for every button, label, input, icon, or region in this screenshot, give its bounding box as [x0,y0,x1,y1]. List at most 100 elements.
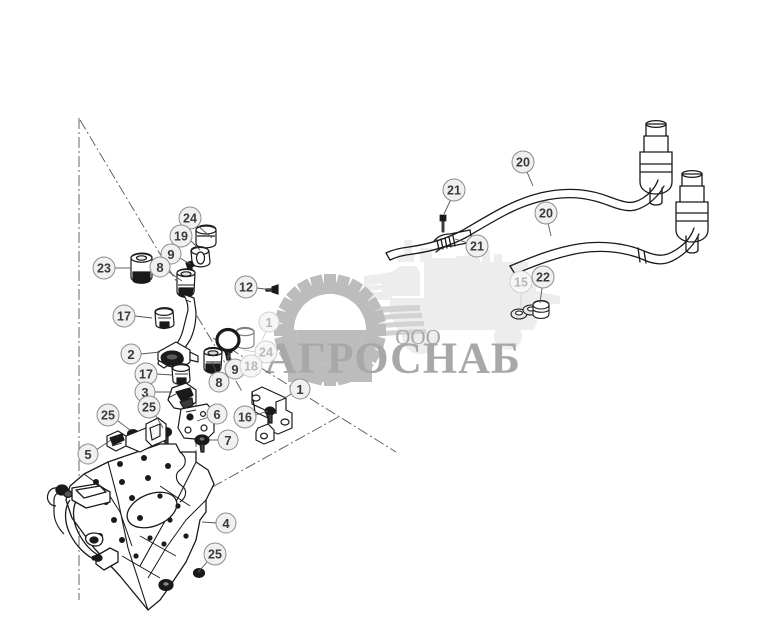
callout-label: 9 [167,247,174,262]
callout-leader-17 [134,315,153,319]
part-17-clamp-lower [171,363,191,386]
part-2-valve-body [157,293,199,369]
callout-7[interactable]: 7 [217,429,239,451]
callout-25[interactable]: 25 [203,542,227,566]
part-1-l-bracket [251,386,293,445]
callout-label: 6 [213,407,220,422]
callout-bubble[interactable] [137,395,161,419]
callout-19[interactable]: 19 [169,224,193,248]
callout-label: 24 [259,346,273,360]
part-17-clamp-upper [154,307,175,330]
callout-8[interactable]: 8 [208,371,230,393]
callout-bubble[interactable] [217,429,239,451]
callout-bubble[interactable] [77,443,99,465]
callout-label: 20 [516,156,530,170]
callout-leader-24 [242,349,257,353]
callout-label: 22 [536,271,550,285]
callout-1[interactable]: 1 [258,311,280,333]
callout-bubble[interactable] [120,343,142,365]
seal-22 [532,299,550,320]
callout-21[interactable]: 21 [465,234,489,258]
callout-bubble[interactable] [169,224,193,248]
callout-label: 25 [208,548,222,562]
callout-leader-6 [196,416,210,422]
callout-label: 7 [224,433,231,448]
callout-6[interactable]: 6 [206,403,228,425]
callout-bubble[interactable] [92,256,116,280]
callouts-group: 2419982317217325255896716112124184252121… [77,150,558,566]
callout-leader-4 [201,521,218,524]
callout-label: 9 [231,362,238,377]
callout-bubble[interactable] [254,340,278,364]
callout-1[interactable]: 1 [289,378,311,400]
diagonal-center-line-right [212,337,397,453]
watermark-company-name: АГРОСНАБ [265,334,521,383]
callout-label: 21 [470,240,484,254]
hydraulic-hoses-group [385,119,709,275]
callout-25[interactable]: 25 [137,395,161,419]
callout-20[interactable]: 20 [534,201,558,225]
callout-16[interactable]: 16 [233,405,257,429]
callout-bubble[interactable] [509,270,533,294]
callout-label: 8 [156,260,163,275]
callout-bubble[interactable] [149,256,171,278]
callout-label: 4 [222,516,230,531]
callout-leader-21 [454,238,469,244]
callout-bubble[interactable] [208,371,230,393]
watermark-ooo-text: ООО [395,325,441,349]
callout-bubble[interactable] [531,265,555,289]
callout-label: 18 [244,360,258,374]
callout-5[interactable]: 5 [77,443,99,465]
callout-25[interactable]: 25 [96,403,120,427]
callout-label: 21 [447,184,461,198]
callout-label: 19 [174,230,188,244]
callout-label: 23 [97,262,111,276]
part-4-main-bracket [46,443,215,611]
callout-17[interactable]: 17 [134,362,158,386]
callout-bubble[interactable] [511,150,535,174]
callout-4[interactable]: 4 [215,512,237,534]
callout-label: 25 [142,401,156,415]
part-8-socket-lower [203,346,223,374]
callout-label: 15 [514,276,528,290]
callout-bubble[interactable] [215,512,237,534]
callout-bubble[interactable] [234,275,258,299]
callout-bubble[interactable] [289,378,311,400]
callout-2[interactable]: 2 [120,343,142,365]
callout-bubble[interactable] [203,542,227,566]
callout-17[interactable]: 17 [112,304,136,328]
callout-12[interactable]: 12 [234,275,258,299]
callout-24[interactable]: 24 [254,340,278,364]
callout-bubble[interactable] [239,354,263,378]
callout-18[interactable]: 18 [239,354,263,378]
callout-bubble[interactable] [465,234,489,258]
callout-leader-19 [190,240,201,251]
callout-bubble[interactable] [258,311,280,333]
callout-leader-21 [443,198,452,215]
pin-part-21 [439,214,447,233]
callout-23[interactable]: 23 [92,256,116,280]
callout-20[interactable]: 20 [511,150,535,174]
part-23-bushing [130,252,153,284]
callout-8[interactable]: 8 [149,256,171,278]
callout-bubble[interactable] [233,405,257,429]
callout-22[interactable]: 22 [531,265,555,289]
callout-21[interactable]: 21 [442,178,466,202]
callout-leader-25 [117,420,131,431]
callout-leader-20 [547,222,552,237]
callout-leader-16 [255,410,269,416]
callout-bubble[interactable] [206,403,228,425]
callout-bubble[interactable] [96,403,120,427]
hose-end-fitting-upper [639,119,673,206]
callout-bubble[interactable] [534,201,558,225]
callout-label: 24 [183,212,197,226]
callout-bubble[interactable] [112,304,136,328]
callout-24[interactable]: 24 [178,206,202,230]
watermark-agrosnab: ООО АГРОСНАБ [265,240,560,386]
callout-15[interactable]: 15 [509,270,533,294]
callout-bubble[interactable] [442,178,466,202]
part-24-cap-upper [195,224,217,249]
left-assembly-group [106,224,293,578]
callout-leader-2 [140,351,161,355]
